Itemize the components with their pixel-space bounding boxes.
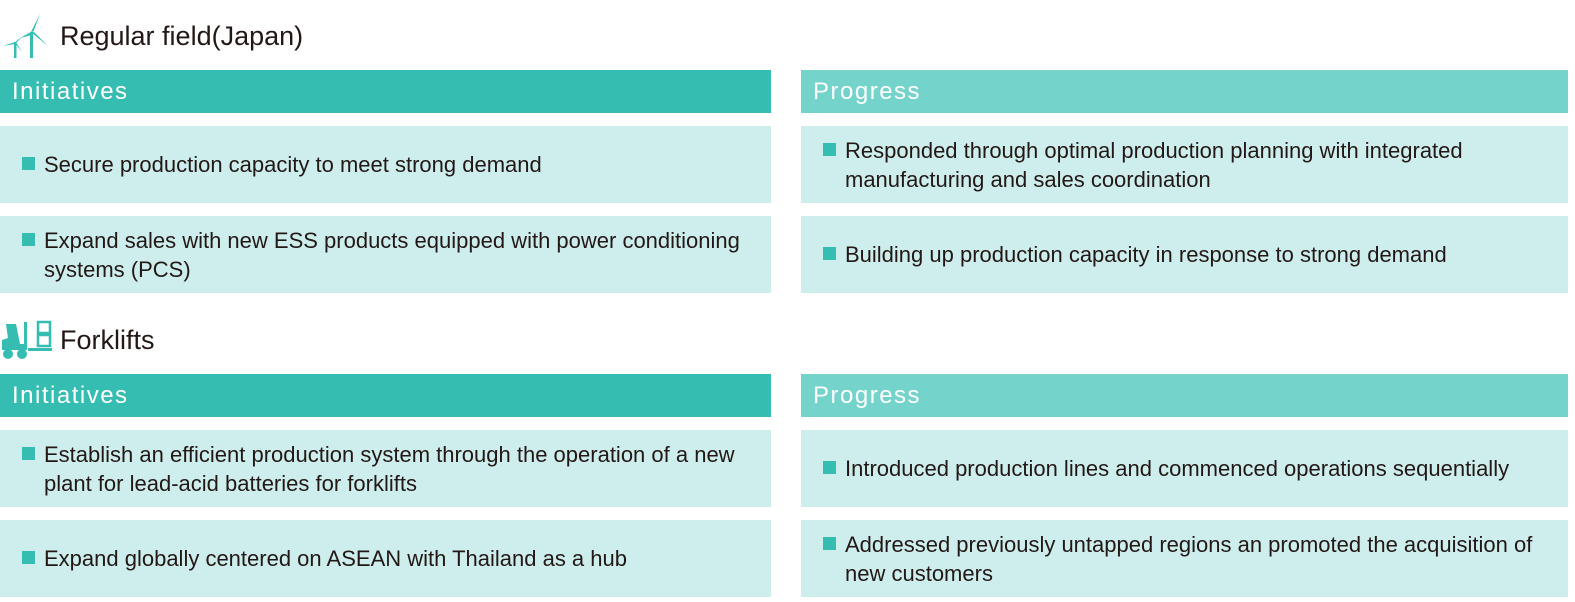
initiative-cell: Establish an efficient production system… <box>0 430 771 507</box>
forklift-icon <box>2 320 52 359</box>
initiatives-header: Initiatives <box>0 374 771 417</box>
progress-cell: Responded through optimal production pla… <box>801 126 1568 203</box>
section-title: Regular field(Japan) <box>60 20 304 51</box>
bullet-square-icon <box>823 461 836 474</box>
initiative-cell: Expand globally centered on ASEAN with T… <box>0 520 771 597</box>
progress-cell: Building up production capacity in respo… <box>801 216 1568 293</box>
bullet-square-icon <box>22 232 35 246</box>
bullet-square-icon <box>823 142 836 156</box>
section-title: Forklifts <box>60 324 155 355</box>
bullet-square-icon <box>22 157 35 170</box>
initiative-cell: Secure production capacity to meet stron… <box>0 126 771 203</box>
wind-turbine-icon <box>3 14 48 58</box>
bullet-square-icon <box>823 536 836 550</box>
bullet-square-icon <box>823 247 836 260</box>
bullet-square-icon <box>22 446 35 460</box>
initiatives-header: Initiatives <box>0 70 771 113</box>
bullet-square-icon <box>22 551 35 564</box>
initiative-cell: Expand sales with new ESS products equip… <box>0 216 771 293</box>
section-title-regular-field: Regular field(Japan) <box>0 14 303 58</box>
progress-cell: Addressed previously untapped regions an… <box>801 520 1568 597</box>
progress-header: Progress <box>801 374 1568 417</box>
progress-cell: Introduced production lines and commence… <box>801 430 1568 507</box>
section-title-forklifts: Forklifts <box>0 318 155 362</box>
progress-header: Progress <box>801 70 1568 113</box>
